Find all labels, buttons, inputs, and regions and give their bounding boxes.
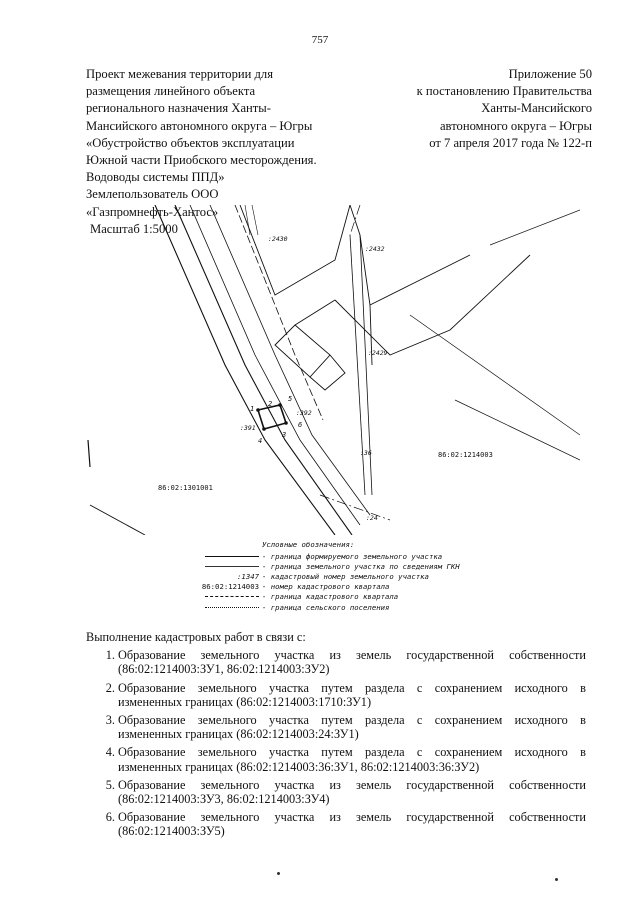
works-item-text: Образование земельного участка из земель… bbox=[118, 648, 586, 663]
point-label-3: 3 bbox=[281, 431, 286, 439]
legend-text: - граница сельского поселения bbox=[262, 602, 390, 612]
works-list: Образование земельного участка из земель… bbox=[86, 648, 586, 838]
scan-dot-mark bbox=[277, 872, 280, 875]
page-number: 757 bbox=[311, 34, 329, 46]
legend-line-formed-parcel bbox=[205, 555, 259, 557]
legend-item: :1347 - кадастровый номер земельного уча… bbox=[200, 571, 480, 581]
parcel-label-24: :24 bbox=[366, 514, 378, 522]
works-list-item: Образование земельного участка путем раз… bbox=[118, 681, 586, 709]
works-item-text: Образование земельного участка из земель… bbox=[118, 810, 586, 825]
project-title-line: Южной части Приобского месторождения. bbox=[86, 153, 317, 168]
parcel-label-36: :36 bbox=[360, 449, 372, 457]
appendix-line: Ханты-Мансийского bbox=[481, 101, 592, 116]
appendix-line: Приложение 50 bbox=[508, 67, 592, 81]
point-label-1: 1 bbox=[250, 405, 254, 413]
boundary-point-marker bbox=[262, 427, 266, 431]
works-item-detail: измененных границах (86:02:1214003:24:ЗУ… bbox=[118, 727, 359, 742]
appendix-block: Приложение 50 к постановлению Правительс… bbox=[342, 66, 592, 152]
legend-line-quarter-boundary bbox=[205, 596, 259, 598]
parcel-label-2429: :2429 bbox=[368, 349, 388, 357]
point-label-2: 2 bbox=[268, 400, 272, 408]
scan-dot-mark bbox=[555, 878, 558, 881]
project-title-line: «Обустройство объектов эксплуатации bbox=[86, 135, 295, 150]
cadastral-works-section: Выполнение кадастровых работ в связи с: … bbox=[86, 630, 586, 843]
legend-text: - граница кадастрового квартала bbox=[262, 592, 399, 602]
appendix-line: к постановлению Правительства bbox=[416, 84, 592, 99]
project-title-line: Землепользователь ООО bbox=[86, 187, 219, 202]
legend-item: - граница кадастрового квартала bbox=[200, 592, 480, 602]
works-title: Выполнение кадастровых работ в связи с: bbox=[86, 630, 306, 644]
map-legend: Условные обозначения: - граница формируе… bbox=[200, 540, 480, 612]
point-label-4: 4 bbox=[258, 437, 262, 445]
works-item-text: Образование земельного участка путем раз… bbox=[118, 713, 586, 728]
project-title-line: Водоводы системы ППД» bbox=[86, 170, 225, 185]
appendix-line: от 7 апреля 2017 года № 122-п bbox=[429, 135, 592, 150]
works-item-text: Образование земельного участка из земель… bbox=[118, 777, 586, 792]
parcel-label-391: :391 bbox=[240, 424, 256, 432]
project-title-block: Проект межевания территории для размещен… bbox=[86, 66, 346, 238]
parcel-label-392: :392 bbox=[296, 409, 312, 417]
legend-item: - граница земельного участка по сведения… bbox=[200, 561, 480, 571]
legend-line-gkn-parcel bbox=[205, 565, 259, 567]
legend-line-settlement-boundary bbox=[205, 606, 259, 608]
project-title-line: Проект межевания территории для bbox=[86, 67, 273, 81]
project-title-line: размещения линейного объекта bbox=[86, 84, 256, 99]
works-item-detail: (86:02:1214003:ЗУ3, 86:02:1214003:ЗУ4) bbox=[118, 792, 330, 807]
works-item-detail: (86:02:1214003:ЗУ1, 86:02:1214003:ЗУ2) bbox=[118, 662, 330, 677]
project-title-line: «Газпромнефть-Хантос» bbox=[86, 204, 219, 219]
map-scale: Масштаб 1:5000 bbox=[90, 221, 178, 236]
works-list-item: Образование земельного участка из земель… bbox=[118, 648, 586, 676]
quarter-label-west: 86:02:1301001 bbox=[158, 484, 213, 492]
project-title-line: Мансийского автономного округа – Югры bbox=[86, 118, 313, 133]
legend-symbol: :1347 bbox=[237, 571, 259, 581]
legend-text: - граница формируемого земельного участк… bbox=[262, 551, 443, 561]
point-label-5: 5 bbox=[288, 395, 292, 403]
legend-text: - кадастровый номер земельного участка bbox=[262, 571, 429, 581]
works-item-detail: измененных границах (86:02:1214003:36:ЗУ… bbox=[118, 759, 480, 774]
legend-text: - граница земельного участка по сведения… bbox=[262, 561, 460, 571]
boundary-point-marker bbox=[256, 408, 260, 412]
parcel-label-2430: :2430 bbox=[268, 235, 288, 243]
works-item-detail: измененных границах (86:02:1214003:1710:… bbox=[118, 694, 372, 709]
parcel-label-2432: :2432 bbox=[365, 245, 385, 253]
legend-title: Условные обозначения: bbox=[262, 540, 355, 549]
quarter-label-east: 86:02:1214003 bbox=[438, 451, 493, 459]
point-label-6: 6 bbox=[298, 421, 302, 429]
works-list-item: Образование земельного участка из земель… bbox=[118, 810, 586, 838]
works-item-text: Образование земельного участка путем раз… bbox=[118, 680, 586, 695]
works-list-item: Образование земельного участка из земель… bbox=[118, 778, 586, 806]
boundary-point-marker bbox=[284, 421, 288, 425]
cadastral-map: :2430 :2432 :2429 :392 :391 :24 :36 86:0… bbox=[60, 205, 580, 535]
works-list-item: Образование земельного участка путем раз… bbox=[118, 713, 586, 741]
boundary-point-marker bbox=[278, 403, 282, 407]
legend-symbol: 86:02:1214003 bbox=[201, 582, 259, 592]
project-title-line: регионального назначения Ханты- bbox=[86, 101, 271, 116]
legend-text: - номер кадастрового квартала bbox=[262, 582, 390, 592]
works-item-text: Образование земельного участка путем раз… bbox=[118, 745, 586, 760]
legend-item: - граница формируемого земельного участк… bbox=[200, 551, 480, 561]
legend-item: - граница сельского поселения bbox=[200, 602, 480, 612]
appendix-line: автономного округа – Югры bbox=[439, 118, 592, 133]
legend-item: 86:02:1214003 - номер кадастрового кварт… bbox=[200, 582, 480, 592]
works-item-detail: (86:02:1214003:ЗУ5) bbox=[118, 824, 225, 839]
works-list-item: Образование земельного участка путем раз… bbox=[118, 745, 586, 773]
